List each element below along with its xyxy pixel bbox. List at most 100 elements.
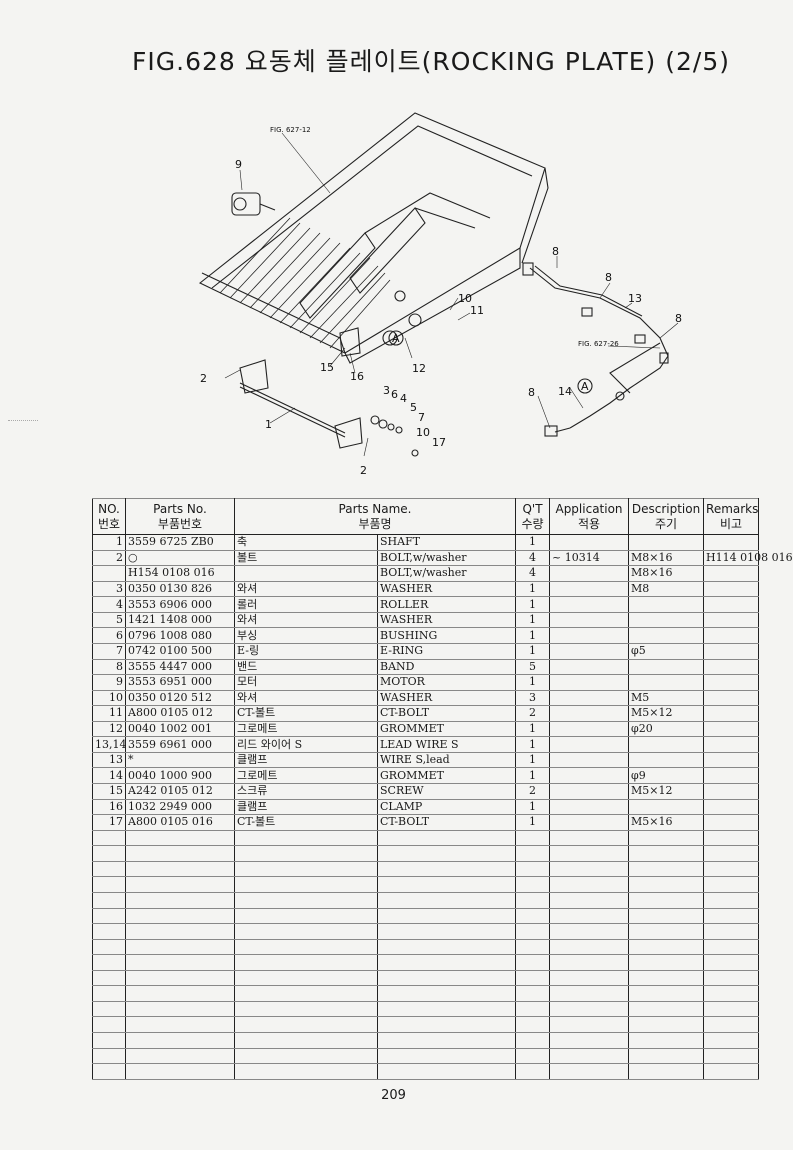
empty-cell: [703, 985, 760, 1002]
empty-row: [92, 860, 760, 878]
cell-rem: [703, 596, 760, 613]
cell-name-kr: 볼트: [234, 549, 378, 567]
cell-parts-no: 0742 0100 500: [125, 642, 235, 660]
empty-cell: [92, 845, 126, 862]
cell-desc: φ9: [628, 767, 705, 784]
empty-cell: [125, 876, 235, 893]
cell-app: [549, 705, 630, 722]
callout-8a: 8: [552, 245, 559, 258]
empty-cell: [125, 985, 235, 1002]
cell-qty: 1: [515, 736, 551, 753]
empty-cell: [549, 1047, 630, 1065]
empty-cell: [234, 891, 378, 909]
empty-row: [92, 969, 760, 987]
empty-cell: [92, 969, 126, 987]
empty-row: [92, 1016, 760, 1033]
empty-row: [92, 1000, 760, 1018]
cell-desc: M5×16: [628, 814, 705, 831]
cell-parts-no: 1421 1408 000: [125, 611, 235, 629]
empty-cell: [628, 907, 705, 925]
empty-cell: [234, 923, 378, 940]
empty-cell: [703, 891, 760, 909]
cell-desc: φ20: [628, 720, 705, 738]
cell-qty: 1: [515, 798, 551, 816]
cell-name-kr: 그로메트: [234, 720, 378, 738]
cell-parts-no: 0350 0120 512: [125, 689, 235, 707]
cell-desc: M8×16: [628, 549, 705, 567]
empty-cell: [703, 1063, 760, 1080]
cell-name-en: BUSHING: [376, 627, 517, 644]
cell-name-en: CT-BOLT: [376, 814, 517, 831]
empty-cell: [703, 954, 760, 971]
empty-row: [92, 876, 760, 893]
empty-cell: [515, 969, 551, 987]
cell-desc: [628, 736, 705, 753]
empty-cell: [703, 860, 760, 878]
cell-name-en: ROLLER: [376, 596, 517, 613]
empty-row: [92, 923, 760, 940]
empty-cell: [515, 1047, 551, 1065]
empty-cell: [92, 876, 126, 893]
empty-cell: [92, 829, 126, 847]
empty-cell: [376, 1063, 517, 1080]
cell-qty: 1: [515, 534, 551, 551]
empty-cell: [125, 1047, 235, 1065]
empty-cell: [376, 829, 517, 847]
cell-name-kr: 클램프: [234, 751, 378, 769]
cell-no: 7: [92, 642, 126, 660]
empty-cell: [234, 907, 378, 925]
cell-name-kr: 축: [234, 534, 378, 551]
cell-name-en: BOLT,w/washer: [376, 565, 517, 582]
cell-qty: 1: [515, 611, 551, 629]
cell-desc: [628, 674, 705, 691]
cell-parts-no: *: [125, 751, 235, 769]
empty-cell: [376, 891, 517, 909]
callout-6: 6: [391, 388, 398, 401]
cell-name-en: BOLT,w/washer: [376, 549, 517, 567]
empty-cell: [92, 1047, 126, 1065]
cell-name-en: WIRE S,lead: [376, 751, 517, 769]
cell-name-en: SCREW: [376, 783, 517, 800]
cell-qty: 1: [515, 767, 551, 784]
empty-row: [92, 954, 760, 971]
cell-rem: [703, 705, 760, 722]
empty-cell: [628, 860, 705, 878]
cell-qty: 4: [515, 549, 551, 567]
cell-name-kr: CT-볼트: [234, 814, 378, 831]
empty-cell: [125, 845, 235, 862]
cell-name-kr: E-링: [234, 642, 378, 660]
callout-1: 1: [265, 418, 272, 431]
empty-cell: [234, 1016, 378, 1033]
cell-name-en: MOTOR: [376, 674, 517, 691]
rocking-plate-drawing: FIG. 627-12 FIG. 627-26 9 10 11 A 12 15 …: [198, 112, 682, 477]
empty-cell: [515, 985, 551, 1002]
empty-cell: [628, 1047, 705, 1065]
empty-cell: [234, 1047, 378, 1065]
callout-a2: A: [581, 380, 589, 393]
empty-cell: [92, 891, 126, 909]
cell-parts-no: 3553 6906 000: [125, 596, 235, 613]
cell-desc: [628, 534, 705, 551]
cell-app: [549, 689, 630, 707]
empty-cell: [628, 1016, 705, 1033]
empty-cell: [549, 938, 630, 956]
cell-qty: 5: [515, 658, 551, 676]
callout-9: 9: [235, 158, 242, 171]
cell-name-kr: 롤러: [234, 596, 378, 613]
empty-row: [92, 1032, 760, 1049]
empty-cell: [549, 969, 630, 987]
cell-parts-no: A800 0105 016: [125, 814, 235, 831]
empty-cell: [92, 1032, 126, 1049]
cell-no: 4: [92, 596, 126, 613]
empty-cell: [125, 860, 235, 878]
cell-name-en: BAND: [376, 658, 517, 676]
empty-cell: [376, 1016, 517, 1033]
